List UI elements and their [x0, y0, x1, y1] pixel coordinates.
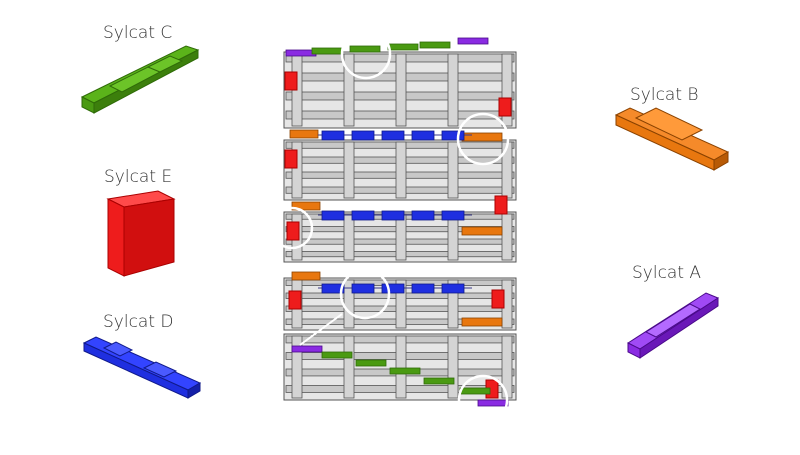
sylcat-c-label: Sylcat C	[103, 23, 172, 43]
sylcat-a-part: Sylcat A	[626, 263, 720, 359]
sylcat-e-block	[284, 71, 298, 91]
sylcat-b-strip	[461, 226, 503, 236]
pallet-stringer	[395, 53, 407, 127]
sylcat-b-strip	[291, 201, 321, 211]
sylcat-c-strip	[419, 41, 451, 49]
sylcat-c-strip	[349, 45, 381, 53]
sylcat-c-strip	[459, 387, 491, 395]
sylcat-a-label: Sylcat A	[632, 263, 701, 283]
sylcat-a-strip	[457, 37, 489, 45]
sylcat-d-label: Sylcat D	[103, 312, 174, 332]
sylcat-d-segment	[381, 283, 405, 294]
sylcat-c-strip	[355, 359, 387, 367]
sylcat-d-segment	[321, 283, 345, 294]
pallet-stringer	[447, 279, 459, 329]
sylcat-d-segment	[411, 283, 435, 294]
sylcat-d-segment	[351, 210, 375, 221]
sylcat-e-block	[286, 221, 300, 241]
sylcat-e-block	[284, 149, 298, 169]
sylcat-d-segment	[441, 283, 465, 294]
sylcat-b-strip	[291, 271, 321, 281]
sylcat-b-strip	[289, 129, 319, 139]
highlight-pointer-line	[299, 313, 343, 346]
pallet-stringer	[447, 335, 459, 399]
sylcat-d-segment	[381, 210, 405, 221]
sylcat-d-segment	[441, 130, 465, 141]
sylcat-a-strip	[285, 49, 317, 57]
sylcat-d-segment	[321, 130, 345, 141]
pallet-stringer	[447, 53, 459, 127]
sylcat-e-block	[288, 290, 302, 310]
pallet-stringer	[447, 141, 459, 199]
pallet-stringer	[501, 213, 513, 261]
sylcat-d-segment	[411, 130, 435, 141]
sylcat-d-segment	[351, 130, 375, 141]
sylcat-b-label: Sylcat B	[630, 85, 699, 105]
sylcat-d-segment	[441, 210, 465, 221]
sylcat-e-block	[494, 195, 508, 215]
highlight-circle-bottom	[457, 374, 509, 426]
sylcat-c-strip	[423, 377, 455, 385]
pallet-stringer	[343, 53, 355, 127]
sylcat-e-block	[491, 289, 505, 309]
pallet-stringer	[343, 141, 355, 199]
sylcat-c-strip	[321, 351, 353, 359]
pallet-stringer	[501, 53, 513, 127]
sylcat-d-segment	[411, 210, 435, 221]
sylcat-e-part: Sylcat E	[104, 167, 176, 277]
sylcat-c-strip	[389, 367, 421, 375]
pallet-stringer	[343, 213, 355, 261]
pallet-stringer	[395, 279, 407, 329]
highlight-circle-top	[340, 28, 392, 80]
sylcat-d-segment	[351, 283, 375, 294]
sylcat-d-segment	[381, 130, 405, 141]
pallet-stringer	[395, 213, 407, 261]
sylcat-c-strip	[387, 43, 419, 51]
pallet-stack	[283, 37, 517, 407]
sylcat-c-strip	[311, 47, 343, 55]
pallet-stringer	[291, 141, 303, 199]
sylcat-d-segment	[321, 210, 345, 221]
highlight-circle-blue	[339, 268, 391, 320]
sylcat-b-part: Sylcat B	[614, 85, 730, 171]
pallet-stringer	[395, 141, 407, 199]
pallet-stringer	[395, 335, 407, 399]
highlight-circle-orange	[456, 112, 510, 166]
sylcat-a-strip	[477, 399, 509, 407]
pallet-stringer	[343, 335, 355, 399]
sylcat-e-block	[498, 97, 512, 117]
pallet-stringer	[447, 213, 459, 261]
highlight-circle-red	[270, 206, 314, 250]
pallet-stringer	[501, 141, 513, 199]
highlight-circles	[270, 28, 510, 426]
sylcat-a-strip	[291, 345, 323, 353]
pallet-stringer	[291, 335, 303, 399]
sylcat-d-part: Sylcat D	[82, 312, 202, 399]
sylcat-b-strip	[461, 317, 503, 327]
sylcat-e-label: Sylcat E	[104, 167, 172, 187]
sylcat-c-part: Sylcat C	[80, 23, 200, 114]
sylcat-b-strip	[461, 132, 503, 142]
